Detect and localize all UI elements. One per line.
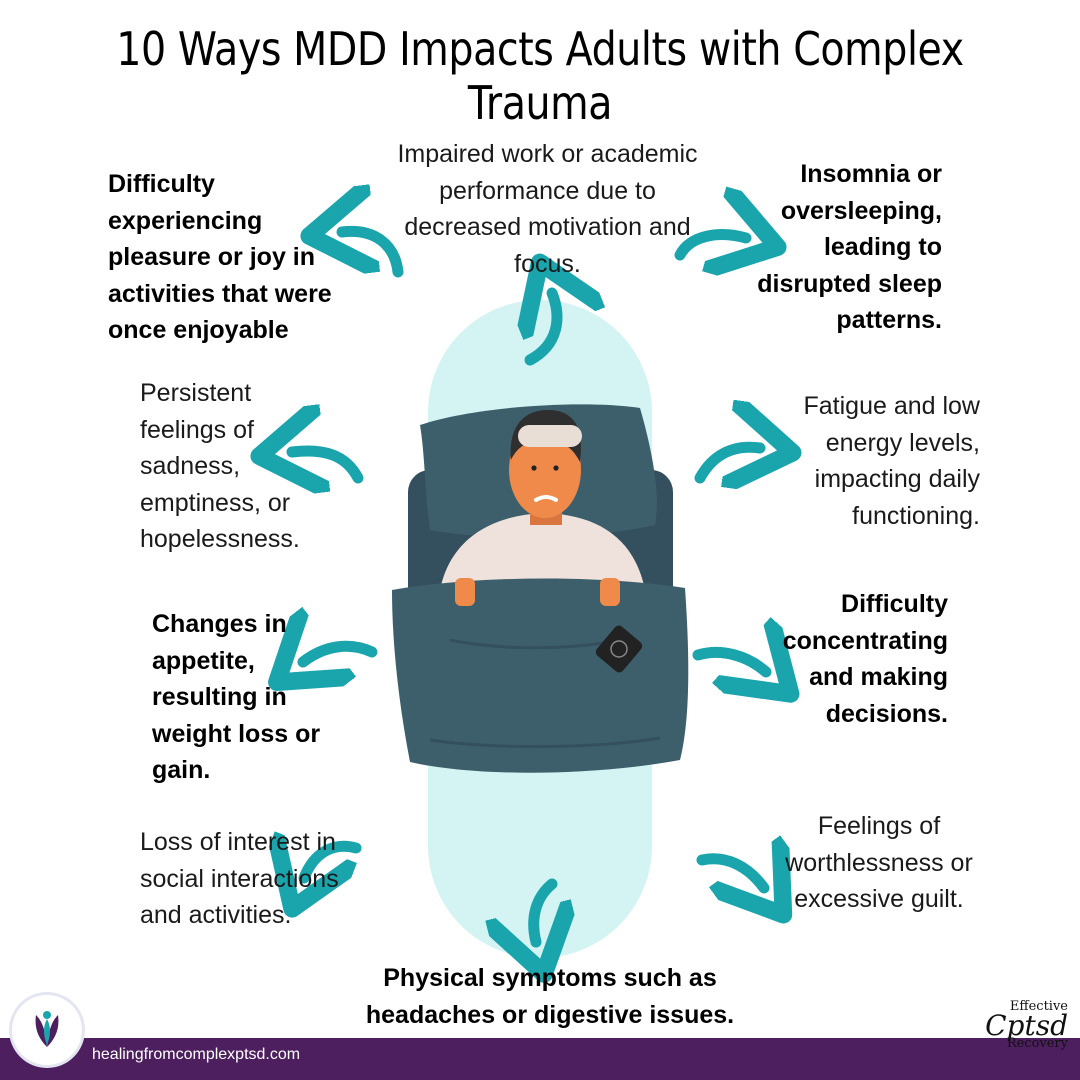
- brand-line-3: Recovery: [1006, 1036, 1068, 1051]
- curved-arrow-icon: [674, 235, 746, 255]
- item-sleep: Insomnia or oversleeping, leading to dis…: [757, 160, 942, 334]
- curved-arrow-icon: [694, 447, 760, 478]
- item-appetite: Changes in appetite, resulting in weight…: [152, 610, 321, 784]
- item-concentration: Difficulty concentrating and making deci…: [782, 590, 948, 728]
- item-worthlessness: Feelings of worthlessness or excessive g…: [785, 812, 973, 913]
- brand-line-1: Effective: [1009, 999, 1068, 1014]
- curved-arrow-icon: [342, 231, 404, 272]
- brand-logo: Effective Cptsd Recovery: [958, 999, 1068, 1051]
- item-fatigue: Fatigue and low energy levels, impacting…: [803, 392, 980, 530]
- phone-icon: [595, 625, 643, 673]
- item-pleasure: Difficulty experiencing pleasure or joy …: [108, 170, 332, 344]
- page-title: 10 Ways MDD Impacts Adults with Complex …: [116, 22, 964, 130]
- footer-bar: [0, 1038, 1080, 1080]
- item-work: Impaired work or academic performance du…: [397, 140, 698, 278]
- curved-arrow-icon: [534, 878, 552, 942]
- item-sadness: Persistent feelings of sadness, emptines…: [140, 379, 300, 553]
- footer-url[interactable]: healingfromcomplexptsd.com: [92, 1046, 301, 1063]
- blanket: [392, 578, 689, 773]
- curved-arrow-icon: [530, 293, 557, 366]
- item-social: Loss of interest in social interactions …: [140, 828, 339, 929]
- curved-arrow-icon: [692, 652, 766, 672]
- curved-arrow-icon: [303, 646, 378, 662]
- item-physical: Physical symptoms such as headaches or d…: [365, 964, 735, 1029]
- brand-line-2: Cptsd: [985, 1009, 1068, 1042]
- lotus-logo-icon: [12, 995, 82, 1065]
- curved-arrow-icon: [292, 451, 364, 478]
- curved-arrow-icon: [696, 859, 764, 888]
- person-figure: [440, 410, 645, 590]
- curved-arrow-icon: [304, 846, 362, 878]
